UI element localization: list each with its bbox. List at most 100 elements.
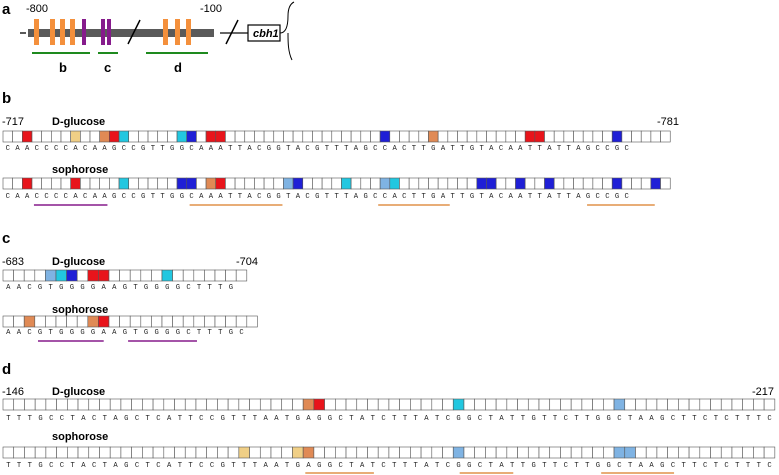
sequence-base: C xyxy=(189,145,194,153)
empty-cell xyxy=(389,130,400,143)
empty-cell xyxy=(76,269,89,282)
empty-cell xyxy=(138,177,149,190)
empty-cell xyxy=(2,398,15,411)
empty-cell xyxy=(77,398,90,411)
empty-cell xyxy=(161,315,173,328)
sequence-base: C xyxy=(156,462,161,470)
empty-cell xyxy=(235,269,248,282)
sequence-base: G xyxy=(170,145,174,153)
empty-cell xyxy=(399,398,411,411)
sequence-base: T xyxy=(49,329,54,337)
sequence-base: A xyxy=(247,145,252,153)
empty-cell xyxy=(281,398,293,411)
panel-d-start: -146 xyxy=(2,386,24,398)
empty-cell xyxy=(560,446,572,459)
sequence-base: T xyxy=(435,415,440,423)
panel-c-start: -683 xyxy=(2,256,24,268)
sequence-base: T xyxy=(208,329,213,337)
empty-cell xyxy=(225,177,236,190)
sequence-base: T xyxy=(714,462,719,470)
empty-cell xyxy=(80,130,91,143)
empty-cell xyxy=(292,398,304,411)
sequence-base: G xyxy=(660,462,664,470)
empty-cell xyxy=(350,130,362,143)
sequence-base: T xyxy=(521,415,526,423)
empty-cell xyxy=(2,269,14,282)
empty-cell xyxy=(109,446,122,459)
empty-cell xyxy=(324,398,336,411)
sequence-base: G xyxy=(596,415,600,423)
blue-cell xyxy=(176,177,188,190)
empty-cell xyxy=(77,446,90,459)
sequence-base: G xyxy=(317,462,321,470)
empty-cell xyxy=(582,177,594,190)
red-cell xyxy=(98,315,110,328)
sequence-base: T xyxy=(285,462,290,470)
sequence-base: T xyxy=(28,415,33,423)
sequence-base: T xyxy=(349,415,354,423)
sequence-base: C xyxy=(6,193,11,201)
sequence-base: T xyxy=(371,415,376,423)
empty-cell xyxy=(206,398,218,411)
sequence-base: C xyxy=(617,415,622,423)
empty-cell xyxy=(174,398,186,411)
empty-cell xyxy=(235,315,248,328)
sequence-base: C xyxy=(156,415,161,423)
empty-cell xyxy=(217,398,229,411)
sequence-base: G xyxy=(155,284,159,292)
empty-cell xyxy=(312,177,323,190)
panel-b-end: -781 xyxy=(657,116,679,128)
blue-cell xyxy=(476,177,487,190)
sequence-base: A xyxy=(25,193,30,201)
sequence-base: A xyxy=(509,193,514,201)
empty-cell xyxy=(138,130,149,143)
sequence-base: A xyxy=(274,462,279,470)
sequence-base: C xyxy=(35,193,40,201)
empty-cell xyxy=(67,446,79,459)
empty-cell xyxy=(678,398,690,411)
sequence-base: A xyxy=(17,329,22,337)
empty-cell xyxy=(592,130,603,143)
empty-cell xyxy=(621,130,632,143)
empty-cell xyxy=(227,446,240,459)
blue-cell xyxy=(486,177,497,190)
empty-cell xyxy=(699,398,711,411)
empty-cell xyxy=(119,269,131,282)
sequence-base: C xyxy=(131,193,136,201)
empty-cell xyxy=(650,130,661,143)
empty-cell xyxy=(225,130,236,143)
sequence-base: C xyxy=(402,193,407,201)
sequence-base: G xyxy=(615,193,619,201)
empty-cell xyxy=(731,446,743,459)
sequence-base: T xyxy=(228,193,233,201)
sequence-base: T xyxy=(242,462,247,470)
sequence-base: G xyxy=(531,462,535,470)
orange-cell xyxy=(428,130,439,143)
lightblue-cell xyxy=(613,398,626,411)
sequence-base: T xyxy=(414,415,419,423)
sequence-base: T xyxy=(557,145,562,153)
sequence-base: T xyxy=(208,284,213,292)
empty-cell xyxy=(163,446,175,459)
sequence-base: T xyxy=(746,415,751,423)
sequence-base: C xyxy=(499,145,504,153)
sequence-base: A xyxy=(15,145,20,153)
site-bar-orange xyxy=(70,19,75,45)
empty-cell xyxy=(13,315,25,328)
sequence-base: G xyxy=(221,462,225,470)
red-cell xyxy=(87,269,99,282)
empty-cell xyxy=(120,446,132,459)
empty-cell xyxy=(573,177,584,190)
empty-cell xyxy=(108,269,120,282)
sequence-base: T xyxy=(574,462,579,470)
empty-cell xyxy=(2,446,15,459)
empty-cell xyxy=(742,398,754,411)
sequence-base: T xyxy=(714,415,719,423)
yellow-cell xyxy=(292,446,304,459)
sequence-base: G xyxy=(607,415,611,423)
sequence-base: T xyxy=(479,145,484,153)
blue-cell xyxy=(611,130,623,143)
sequence-base: G xyxy=(180,193,184,201)
